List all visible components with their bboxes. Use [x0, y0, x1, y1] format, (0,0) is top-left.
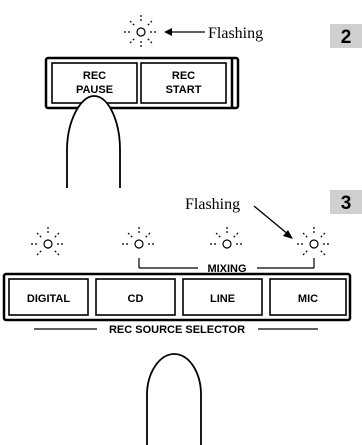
svg-text:CD: CD [128, 293, 144, 305]
cd-button[interactable]: CD [96, 279, 175, 315]
rec-source-selector-label: REC SOURCE SELECTOR [109, 324, 245, 336]
digital-button[interactable]: DIGITAL [9, 279, 88, 315]
flashing-arrow [254, 206, 293, 239]
step-3-marker: 3 [330, 190, 362, 214]
flashing-arrow [164, 28, 205, 36]
svg-text:PAUSE: PAUSE [76, 84, 113, 96]
flashing-label: Flashing [185, 196, 240, 213]
step-2-marker: 2 [330, 24, 362, 48]
pressing-finger-icon [67, 96, 120, 188]
svg-text:START: START [166, 84, 202, 96]
flashing-led-icon [297, 227, 331, 255]
svg-text:2: 2 [341, 27, 352, 48]
step-2-panel: 2 Flashing REC PAUSE [46, 15, 362, 188]
flashing-led-icon [122, 227, 156, 248]
pressing-finger-icon [147, 354, 201, 445]
svg-text:LINE: LINE [210, 293, 235, 305]
step-3-panel: 3 Flashing [4, 190, 362, 445]
flashing-led-icon [124, 15, 158, 49]
svg-text:MIC: MIC [298, 293, 318, 305]
line-button[interactable]: LINE [183, 279, 262, 315]
svg-text:3: 3 [341, 193, 352, 214]
svg-text:REC: REC [83, 70, 106, 82]
flashing-led-icon [210, 227, 244, 248]
svg-text:REC: REC [172, 70, 195, 82]
flashing-led-icon [31, 227, 65, 255]
rec-start-button[interactable]: REC START [141, 63, 226, 103]
flashing-label: Flashing [208, 25, 263, 42]
mic-button[interactable]: MIC [270, 279, 346, 315]
svg-text:DIGITAL: DIGITAL [27, 293, 70, 305]
